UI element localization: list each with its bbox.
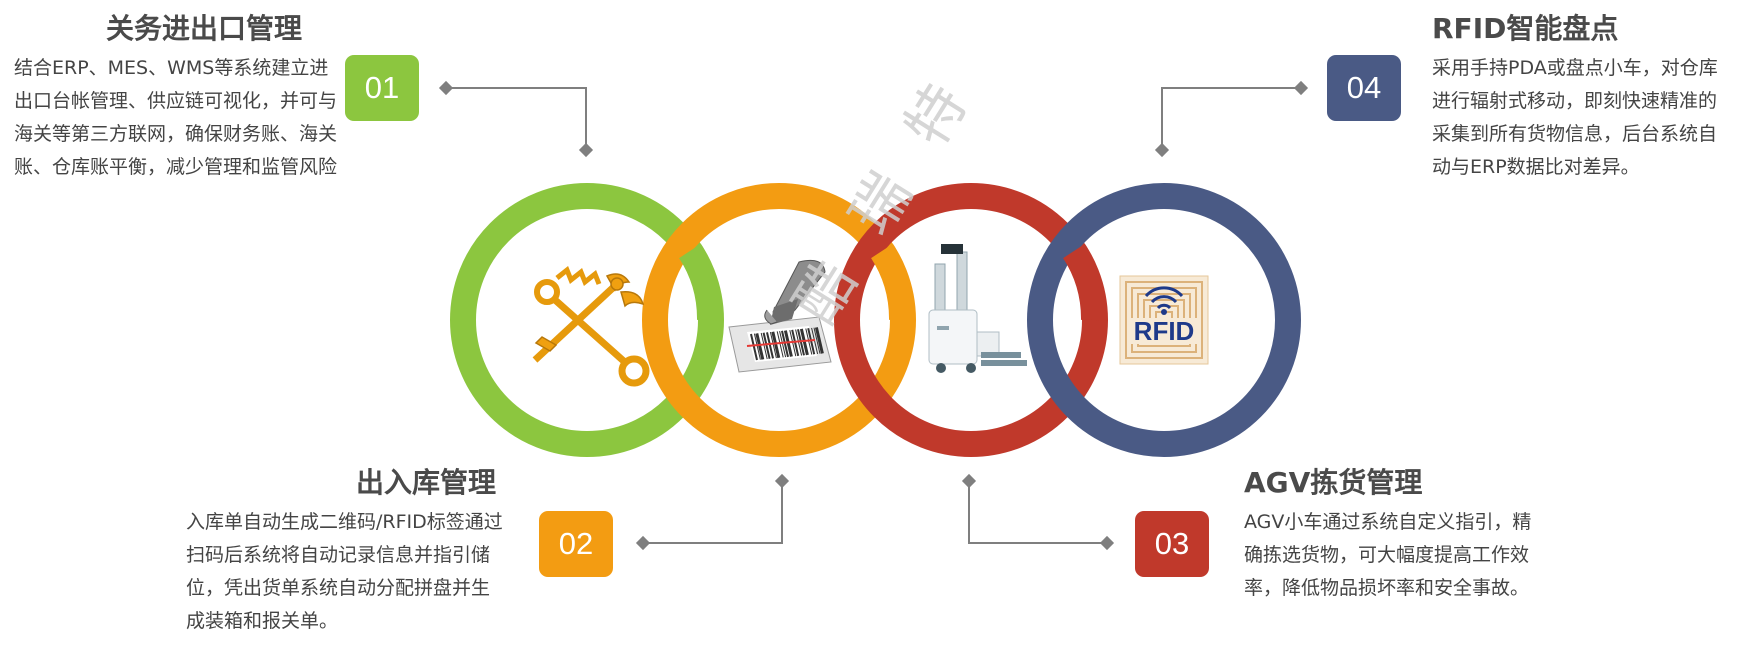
rfid-coil-loop	[1125, 281, 1203, 359]
barcode-bar	[762, 332, 771, 359]
connector-01	[446, 87, 587, 150]
ring-step-01-overlap	[678, 243, 723, 321]
barcode-bar	[813, 327, 821, 354]
barcode-bar	[755, 333, 765, 360]
barcode-bar	[769, 331, 777, 359]
barcode-bar	[783, 330, 793, 357]
barcode-bar	[760, 332, 768, 360]
step-02-badge: 02	[539, 511, 613, 577]
step-01-title: 关务进出口管理	[106, 12, 303, 45]
step-03-title: AGV拣货管理	[1244, 466, 1423, 499]
barcode-bar	[766, 332, 774, 359]
ring-step-03-overlap	[1062, 243, 1107, 321]
barcode-bar	[789, 330, 797, 357]
ring-step-04	[1027, 183, 1301, 457]
customs-emblem-icon	[532, 265, 650, 387]
barcode-bar	[795, 329, 803, 356]
barcode-bar	[797, 329, 805, 356]
connector-dot	[1099, 535, 1115, 551]
connector-dot	[1293, 80, 1309, 96]
barcode-bar	[781, 330, 789, 358]
connector-dot	[438, 80, 454, 96]
step-04-title: RFID智能盘点	[1432, 12, 1619, 45]
connector-dot	[1154, 142, 1170, 158]
connector-dot	[774, 473, 790, 489]
step-04-description: 采用手持PDA或盘点小车，对仓库进行辐射式移动，即刻快速精准的采集到所有货物信息…	[1432, 57, 1718, 178]
step-02-description: 入库单自动生成二维码/RFID标签通过扫码后系统将自动记录信息并指引储位，凭出货…	[186, 511, 503, 632]
step-01-description: 结合ERP、MES、WMS等系统建立进出口台帐管理、供应链可视化，并可与海关等第…	[14, 57, 338, 178]
ring-step-02-overlap	[870, 243, 915, 321]
connector-dot	[635, 535, 651, 551]
barcode-bar	[753, 333, 761, 360]
barcode-bar	[771, 331, 781, 359]
barcode-bar	[799, 328, 809, 356]
connector-04	[1161, 87, 1301, 150]
step-02-title: 出入库管理	[356, 466, 497, 499]
barcode-bar	[750, 333, 758, 361]
connector-02	[643, 481, 783, 544]
connector-dot	[961, 473, 977, 489]
barcode-scanner-icon	[728, 259, 832, 373]
barcode-bar	[779, 331, 787, 358]
step-04-badge: 04	[1327, 55, 1401, 121]
step-03-badge: 03	[1135, 511, 1209, 577]
barcode-bar	[776, 331, 784, 358]
barcode-bar	[791, 329, 800, 357]
step-01-badge: 01	[345, 55, 419, 121]
agv-forklift-icon	[928, 244, 1027, 373]
step-03-description: AGV小车通过系统自定义指引，精确拣选货物，可大幅度提高工作效率，降低物品损坏率…	[1244, 511, 1532, 599]
barcode-bar	[814, 327, 824, 354]
rfid-tag-icon: RFID	[1119, 275, 1209, 365]
connector-03	[968, 481, 1107, 544]
rfid-tag-label: RFID	[1134, 316, 1195, 346]
connector-dot	[578, 142, 594, 158]
